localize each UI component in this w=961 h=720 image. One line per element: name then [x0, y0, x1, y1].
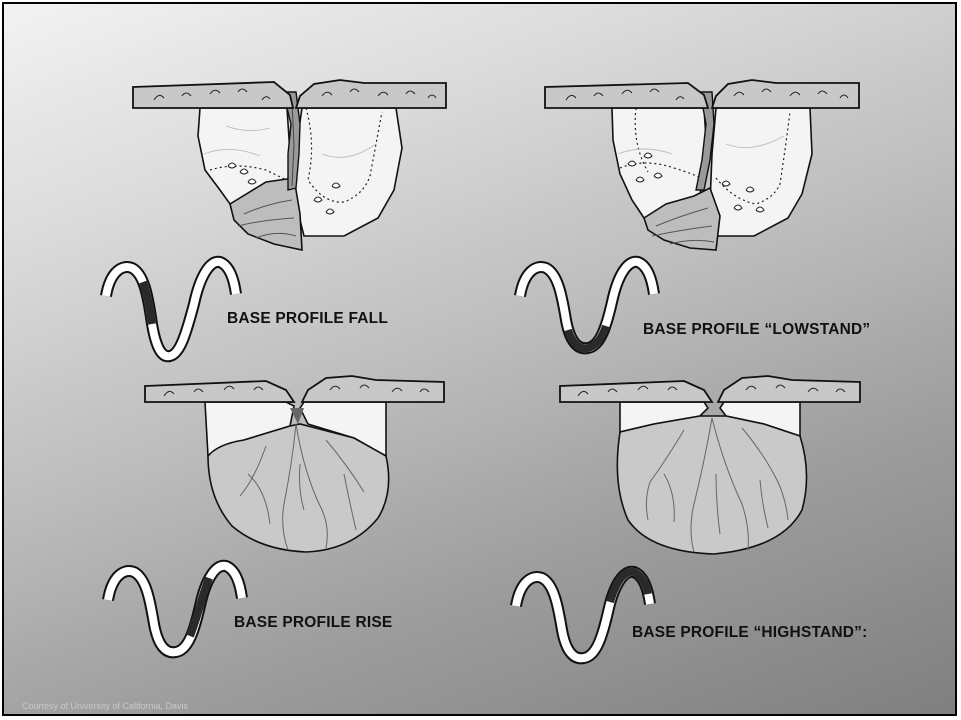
image-credit: Courtesy of University of California, Da… — [22, 701, 188, 711]
panel-rise-diagram — [145, 376, 444, 552]
submarine-fan — [617, 416, 806, 554]
shelf-slab — [296, 80, 446, 108]
sea-level-curve-highstand — [516, 572, 650, 659]
label-rise: BASE PROFILE RISE — [234, 614, 392, 632]
canyon-lobe-right — [710, 108, 812, 236]
sea-level-curve-lowstand — [520, 262, 654, 349]
panel-fall-diagram — [133, 80, 446, 250]
shelf-slab — [145, 381, 294, 402]
shelf-slab — [133, 82, 293, 108]
canyon-lobe-right — [294, 108, 402, 236]
shelf-slab — [545, 83, 708, 108]
label-fall: BASE PROFILE FALL — [227, 310, 388, 328]
sea-level-diagram — [4, 4, 955, 714]
sea-level-curve-fall — [106, 262, 236, 356]
panel-highstand-diagram — [560, 376, 860, 554]
label-lowstand: BASE PROFILE “LOWSTAND” — [643, 321, 870, 339]
panel-lowstand-diagram — [545, 80, 859, 250]
sea-level-curve-rise — [108, 566, 242, 652]
shelf-slab — [712, 80, 859, 108]
label-highstand: BASE PROFILE “HIGHSTAND”: — [632, 624, 868, 642]
